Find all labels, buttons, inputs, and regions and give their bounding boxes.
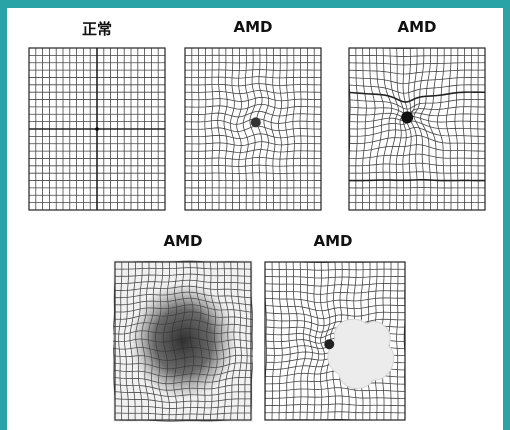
panel-label-amd-2: AMD (347, 18, 487, 36)
panel-label-normal: 正常 (27, 18, 167, 39)
amsler-grid-amd-spot (183, 46, 323, 212)
fixation-dot (95, 127, 99, 131)
central-spot (324, 339, 334, 349)
blank-scotoma-patch (328, 319, 394, 388)
grid-lines (185, 48, 321, 210)
shade-overlay (113, 260, 253, 422)
amsler-grid-amd-pinch (347, 46, 487, 212)
grid-lines (349, 48, 485, 210)
amsler-grid-amd-dark (113, 260, 253, 422)
panel-label-amd-3: AMD (113, 232, 253, 250)
central-scotoma (401, 111, 413, 123)
panel-label-amd-4: AMD (263, 232, 403, 250)
panel-label-amd-1: AMD (183, 18, 323, 36)
central-spot (251, 117, 261, 127)
amsler-grid-normal (27, 46, 167, 212)
amsler-grid-amd-blank (263, 260, 407, 422)
amsler-grid-figure: 正常 AMD AMD AMD AMD (7, 8, 503, 430)
